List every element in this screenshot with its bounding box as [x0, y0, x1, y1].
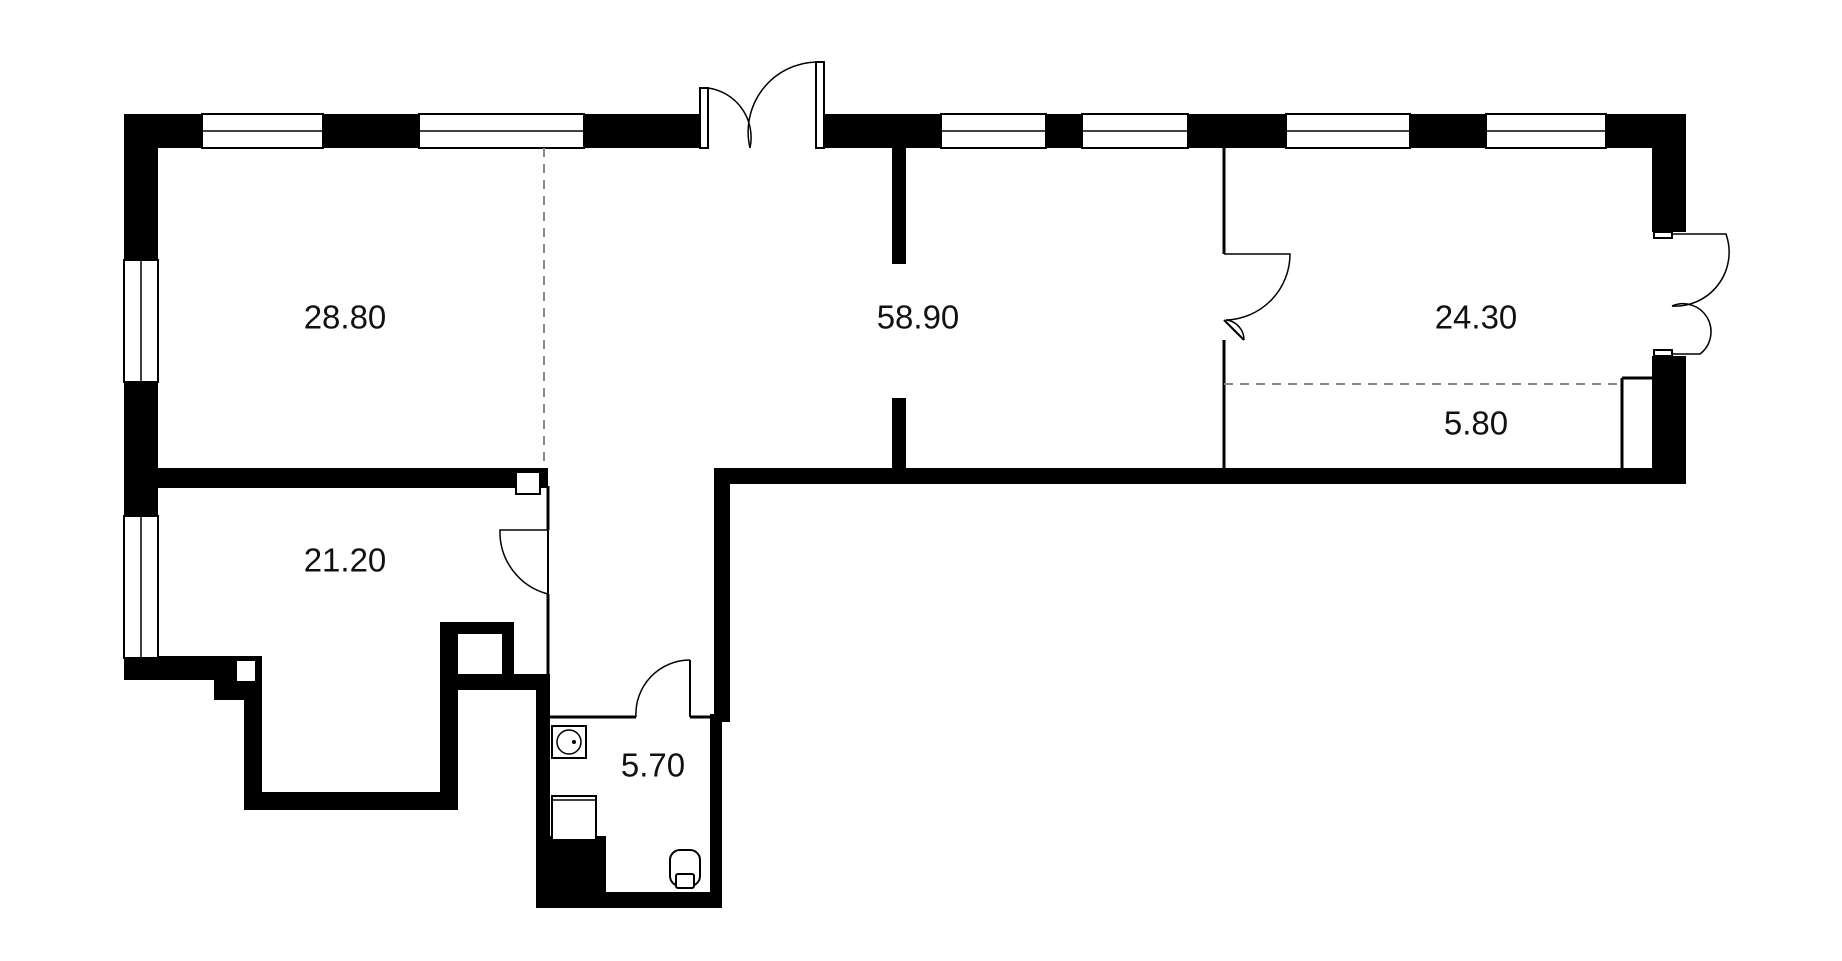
wall-mid-horizontal — [124, 468, 548, 488]
right-room-door — [1223, 253, 1291, 341]
balcony-door — [1653, 231, 1730, 357]
wall-left-2 — [124, 382, 158, 516]
wall-right-upper — [1652, 114, 1686, 232]
doors — [499, 61, 1730, 718]
room-area-label: 5.70 — [621, 747, 685, 784]
wall-top-2 — [323, 114, 419, 148]
wall-right-lower — [1652, 356, 1686, 484]
wall-bottom-left-d — [244, 792, 458, 810]
bathroom-fixtures — [551, 725, 701, 889]
toilet-icon — [669, 849, 701, 889]
wall-top-7 — [1410, 114, 1486, 148]
wall-bath-block — [536, 836, 606, 908]
wall-closet-bottom — [440, 674, 550, 690]
wall-top-5 — [1046, 114, 1082, 148]
sink-icon — [551, 725, 587, 759]
wall-bottom-left-e — [440, 624, 458, 810]
wall-top-4 — [825, 114, 941, 148]
wall-bath-right — [710, 714, 722, 908]
room-area-label: 5.80 — [1444, 405, 1508, 442]
wall-left-1 — [124, 114, 158, 260]
bathroom-door — [635, 659, 691, 718]
room-area-label: 24.30 — [1435, 299, 1518, 336]
windows — [123, 113, 1607, 659]
stub-wall-upper — [892, 148, 906, 264]
wall-bottom-left-c — [244, 656, 262, 810]
interior-partitions — [235, 148, 1652, 719]
column-small-2 — [235, 659, 257, 683]
wall-top-6 — [1188, 114, 1286, 148]
bedroom-door — [499, 529, 549, 595]
room-area-label: 21.20 — [304, 542, 387, 579]
wall-top-3 — [584, 114, 702, 148]
shower-icon — [551, 795, 597, 841]
wall-corridor-right — [714, 468, 730, 722]
zone-dividers — [543, 148, 1622, 468]
exterior-walls — [124, 114, 1686, 908]
room-area-label: 28.80 — [304, 299, 387, 336]
wall-closet-top — [440, 622, 514, 634]
entrance-door — [699, 61, 825, 149]
column-small — [515, 471, 541, 495]
wall-wing-bottom — [714, 468, 1686, 484]
room-area-label: 58.90 — [877, 299, 960, 336]
room-labels: 28.80 58.90 24.30 5.80 21.20 5.70 — [304, 299, 1518, 784]
wall-closet-right — [502, 622, 514, 690]
stub-wall-lower — [892, 398, 906, 474]
